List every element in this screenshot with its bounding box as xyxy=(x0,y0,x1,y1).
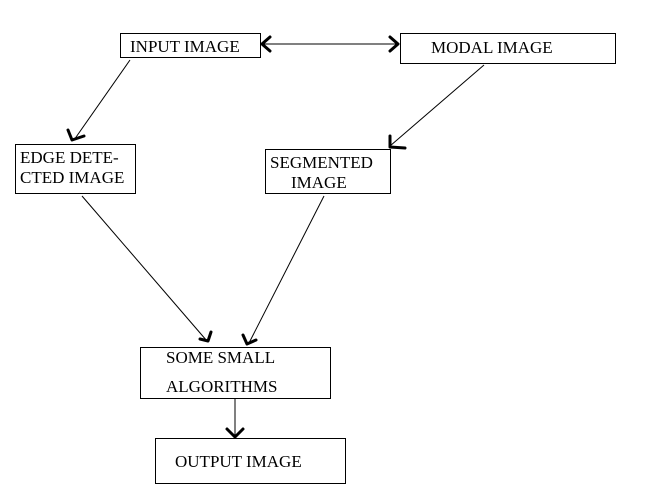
connector-input-edge xyxy=(73,59,131,141)
node-edge-detected-image: EDGE DETE- CTED IMAGE xyxy=(15,144,136,194)
connector-edge-algorithms xyxy=(81,195,208,342)
arrowhead-segmented-icon xyxy=(388,134,407,150)
node-segmented-label-line2: IMAGE xyxy=(291,173,347,192)
node-segmented-image: SEGMENTED IMAGE xyxy=(265,149,391,194)
connector-modal-segmented xyxy=(389,64,485,147)
node-edge-label-line1: EDGE DETE- xyxy=(20,148,119,167)
node-edge-label-line2: CTED IMAGE xyxy=(20,168,125,187)
arrowhead-algorithms-right-icon xyxy=(241,333,258,346)
node-algorithms-label-line1: SOME SMALL xyxy=(166,348,276,367)
node-input-image: INPUT IMAGE xyxy=(120,33,261,58)
arrowhead-algorithms-left-icon xyxy=(198,330,213,343)
arrowhead-right-icon xyxy=(388,35,400,53)
arrowhead-edge-icon xyxy=(66,128,86,142)
node-modal-image: MODAL IMAGE xyxy=(400,33,616,64)
node-output-image-label: OUTPUT IMAGE xyxy=(175,452,302,471)
node-segmented-label-line1: SEGMENTED xyxy=(270,153,373,172)
arrowhead-output-icon xyxy=(225,427,245,439)
node-output-image: OUTPUT IMAGE xyxy=(155,438,346,484)
node-input-image-label: INPUT IMAGE xyxy=(130,37,240,56)
node-algorithms-label-line2: ALGORITHMS xyxy=(166,377,278,396)
connector-segmented-algorithms xyxy=(248,195,325,344)
node-modal-image-label: MODAL IMAGE xyxy=(431,38,553,57)
arrowhead-left-icon xyxy=(260,35,272,53)
node-some-small-algorithms: SOME SMALL ALGORITHMS xyxy=(140,347,331,399)
